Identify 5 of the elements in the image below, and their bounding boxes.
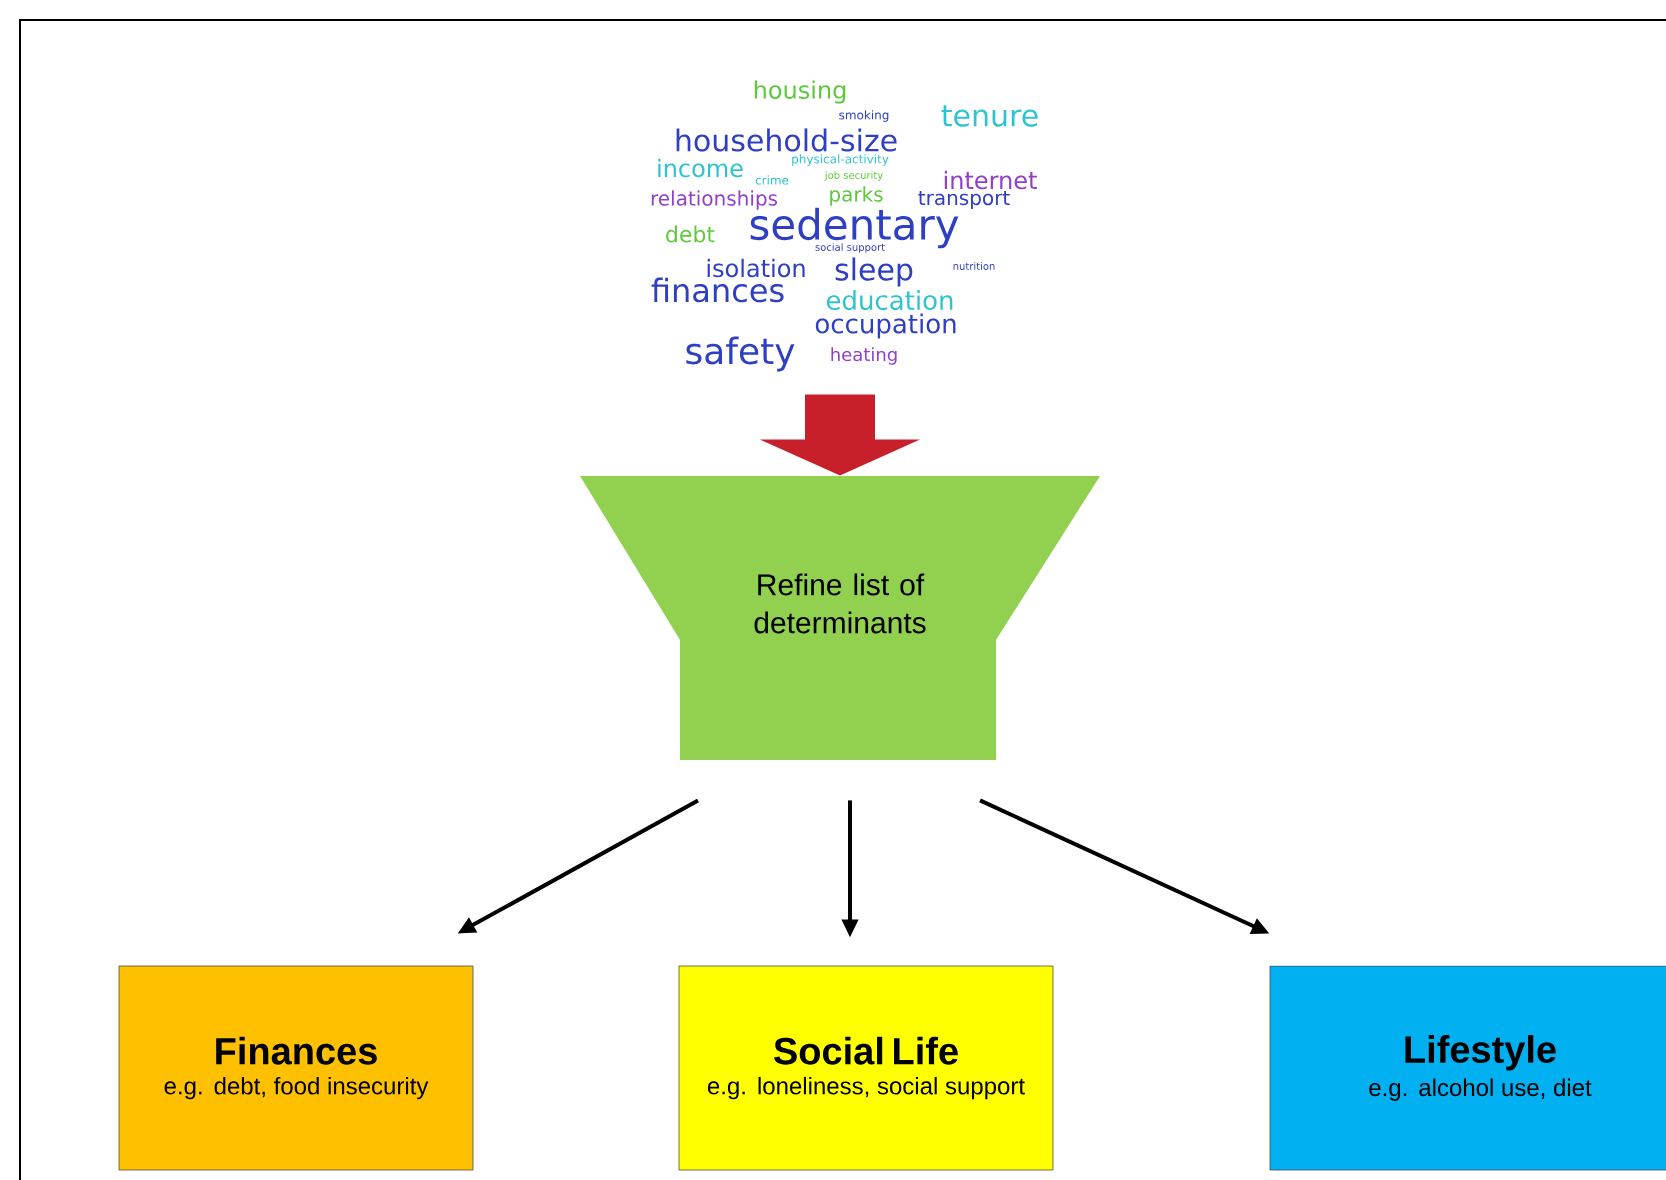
block-arrow — [760, 394, 920, 476]
funnel: Refine list of determinants — [580, 476, 1100, 760]
category-box: Social Life e.g. loneliness, social support — [678, 965, 1054, 1171]
category-box: Lifestyle e.g. alcohol use, diet — [1269, 965, 1666, 1171]
category-box: Finances e.g. debt, food insecurity — [118, 965, 474, 1171]
